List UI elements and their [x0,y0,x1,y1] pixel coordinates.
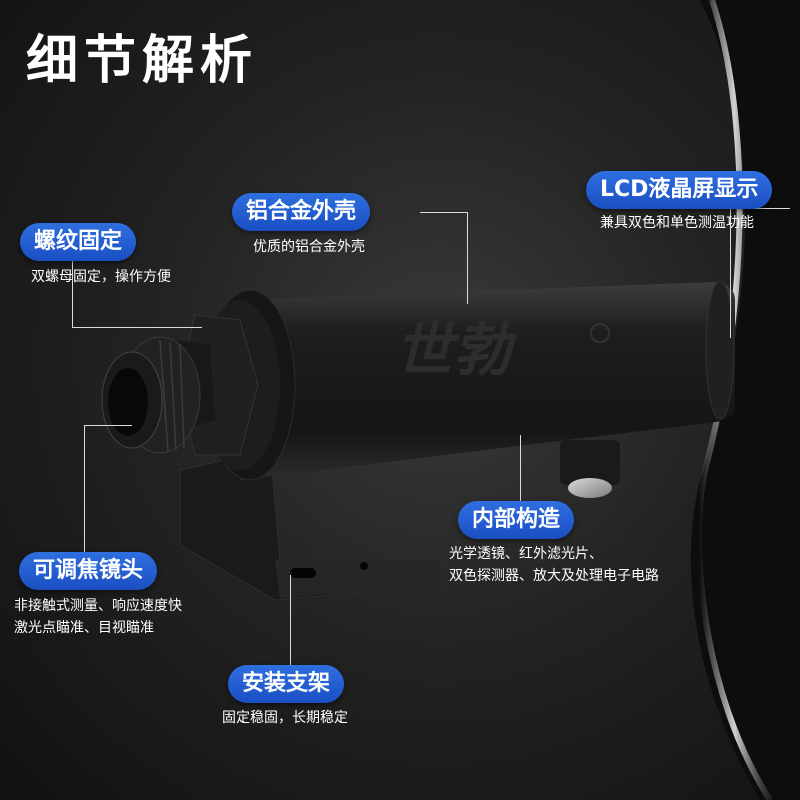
internal-structure-desc-line-1: 光学透镜、红外滤光片、 [449,546,603,562]
leader-line-thread-h [72,327,202,328]
focus-lens-desc-line-1: 非接触式测量、响应速度快 [14,598,182,614]
leader-line-lcd-v [730,208,731,338]
thread-fixing-desc-line: 双螺母固定，操作方便 [31,269,171,285]
page-title: 细节解析 [26,31,259,91]
lcd-display-label: LCD液晶屏显示 [586,171,773,209]
aluminum-shell-label: 铝合金外壳 [232,193,371,231]
leader-line-bracket-v [290,575,291,667]
thread-fixing-label: 螺纹固定 [20,223,137,261]
lcd-display-desc: 兼具双色和单色测温功能 [600,212,754,234]
leader-line-shell-v [467,212,468,304]
aluminum-shell-desc: 优质的铝合金外壳 [253,236,365,258]
leader-line-thread-v [72,260,73,328]
aluminum-shell-desc-line: 优质的铝合金外壳 [253,239,365,255]
focus-lens-label: 可调焦镜头 [19,552,158,590]
focus-lens-desc-line-2: 激光点瞄准、目视瞄准 [14,620,154,636]
leader-line-lens-v [84,425,85,553]
internal-structure-desc: 光学透镜、红外滤光片、 双色探测器、放大及处理电子电路 [449,543,659,587]
lcd-display-desc-line: 兼具双色和单色测温功能 [600,215,754,231]
leader-line-lens-h [84,425,132,426]
brand-logo-text: 世勃 [395,316,517,384]
mount-bracket-desc: 固定稳固，长期稳定 [222,707,348,729]
focus-lens-desc: 非接触式测量、响应速度快 激光点瞄准、目视瞄准 [14,595,182,639]
mount-bracket-label: 安装支架 [228,665,345,703]
mount-bracket-desc-line: 固定稳固，长期稳定 [222,710,348,726]
leader-line-internal-v [520,435,521,520]
brand-logo: 世勃 [395,316,610,384]
leader-line-shell-h [420,212,468,213]
internal-structure-desc-line-2: 双色探测器、放大及处理电子电路 [449,568,659,584]
leader-line-lcd-h [730,208,790,209]
internal-structure-label: 内部构造 [458,501,575,539]
thread-fixing-desc: 双螺母固定，操作方便 [31,266,171,288]
